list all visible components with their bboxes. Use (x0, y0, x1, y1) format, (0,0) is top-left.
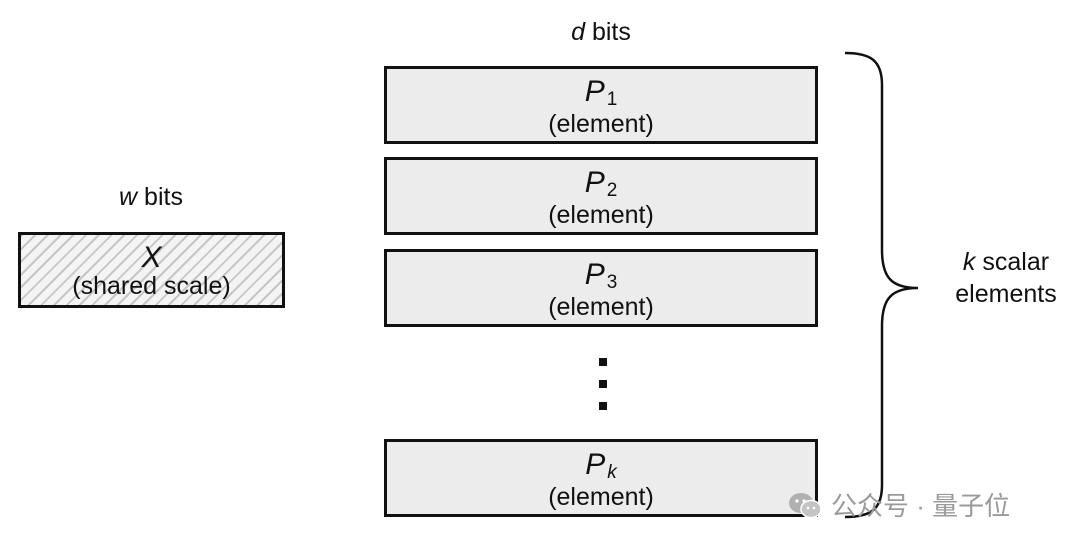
ellipsis-dot-2 (599, 380, 607, 388)
brace-label-line1-text: scalar (975, 248, 1050, 276)
element-k-subscript: k (607, 462, 617, 483)
shared-scale-width-text: bits (137, 183, 183, 211)
shared-scale-width-var: w (119, 183, 138, 211)
shared-scale-box: X (shared scale) (18, 232, 285, 308)
wechat-icon (789, 492, 822, 518)
brace-label: k scalar elements (938, 246, 1074, 310)
element-2-caption: (element) (548, 201, 654, 229)
vertical-ellipsis (596, 358, 610, 424)
element-2-subscript: 2 (606, 180, 618, 201)
watermark-text: 公众号 · 量子位 (831, 491, 1011, 521)
shared-scale-caption: (shared scale) (72, 272, 231, 300)
element-1-caption: (element) (548, 110, 654, 138)
element-3-caption: (element) (548, 293, 654, 321)
brace-label-line1: k scalar (938, 246, 1074, 278)
element-3-subscript: 3 (606, 272, 618, 293)
element-k-symbol: P (585, 448, 606, 481)
shared-scale-symbol: X (141, 241, 162, 274)
brace-label-var: k (962, 248, 976, 276)
element-width-var: d (571, 18, 586, 46)
element-3-symbol: P (584, 258, 605, 291)
element-1-symbol: P (584, 75, 605, 108)
curly-brace (844, 51, 919, 519)
element-k-caption: (element) (548, 483, 654, 511)
element-1-subscript: 1 (606, 89, 618, 110)
watermark: 公众号 · 量子位 (787, 486, 1010, 523)
element-2-symbol: P (584, 166, 605, 199)
element-width-label: d bits (384, 18, 818, 47)
element-width-text: bits (585, 18, 631, 46)
shared-scale-width-label: w bits (18, 183, 284, 212)
brace-label-line2: elements (955, 280, 1057, 308)
ellipsis-dot-3 (599, 402, 607, 410)
ellipsis-dot-1 (599, 358, 607, 366)
